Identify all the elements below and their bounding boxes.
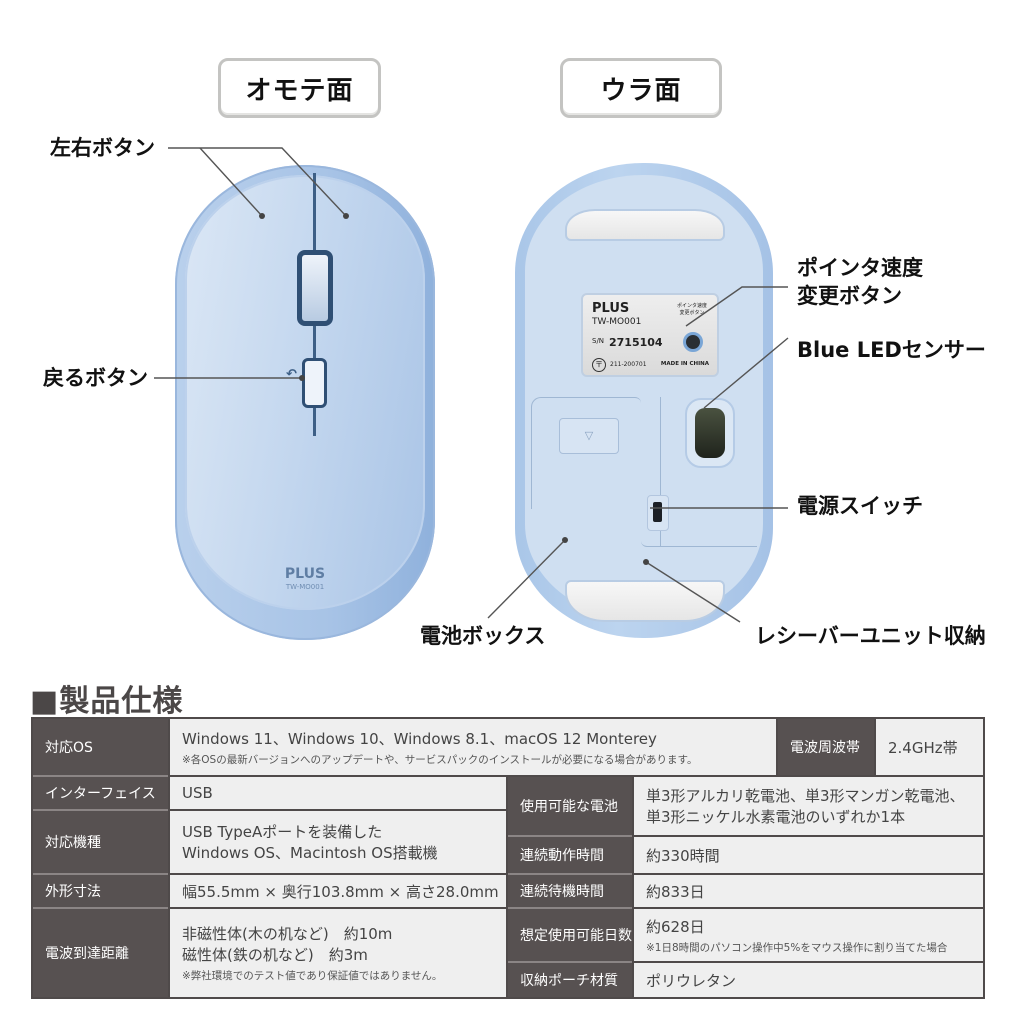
spec-range-line1: 非磁性体(木の机など) 約10m xyxy=(182,925,393,943)
mouse-front-image: ↶ PLUS TW-MO001 xyxy=(175,165,435,640)
mouse-base: PLUS TW-MO001 S/N 2715104 〒 211-200701 M… xyxy=(525,175,763,622)
spec-battery-line1: 単3形アルカリ乾電池、単3形マンガン乾電池、 xyxy=(646,787,965,805)
spec-label-standby-time: 連続待機時間 xyxy=(508,875,632,907)
spec-value-range: 非磁性体(木の机など) 約10m 磁性体(鉄の机など) 約3m ※弊社環境でのテ… xyxy=(170,909,506,997)
blue-led-sensor xyxy=(695,408,725,458)
spec-table: 対応OS Windows 11、Windows 10、Windows 8.1、m… xyxy=(31,717,985,999)
battery-lid-edge xyxy=(641,397,661,547)
callout-pointer-speed-line1: ポインタ速度 xyxy=(797,256,923,280)
power-switch-part xyxy=(653,502,662,522)
spec-label-usable-days: 想定使用可能日数 xyxy=(508,909,632,961)
pointer-speed-button-part xyxy=(683,332,703,352)
row-divider xyxy=(33,907,168,909)
callout-pointer-speed-line2: 変更ボタン xyxy=(797,284,902,308)
row-divider xyxy=(33,809,168,811)
spec-value-compatible: USB TypeAポートを装備した Windows OS、Macintosh O… xyxy=(170,811,506,873)
plate-made-in: MADE IN CHINA xyxy=(660,361,709,367)
spec-label-dimensions: 外形寸法 xyxy=(33,875,168,907)
callout-receiver-storage: レシーバーユニット収納 xyxy=(755,624,986,648)
mouse-back-image: PLUS TW-MO001 S/N 2715104 〒 211-200701 M… xyxy=(515,163,773,638)
spec-label-compatible: 対応機種 xyxy=(33,811,168,873)
scroll-wheel xyxy=(297,250,333,326)
label-plate: PLUS TW-MO001 S/N 2715104 〒 211-200701 M… xyxy=(581,293,719,377)
plate-sn-label: S/N xyxy=(592,337,605,345)
callout-left-right-buttons: 左右ボタン xyxy=(50,136,155,160)
row-divider xyxy=(33,873,168,875)
back-view-label: ウラ面 xyxy=(560,58,722,118)
spec-value-interface: USB xyxy=(170,777,506,809)
mouse-foot-bottom xyxy=(565,580,725,622)
spec-value-usable-days: 約628日 ※1日8時間のパソコン操作中5%をマウス操作に割り当てた場合 xyxy=(634,909,983,961)
button-seam xyxy=(313,326,316,358)
row-divider xyxy=(508,907,632,909)
row-divider xyxy=(508,835,632,837)
callout-battery-box: 電池ボックス xyxy=(420,624,546,648)
battery-lid-edge xyxy=(661,546,757,547)
spec-range-note: ※弊社環境でのテスト値であり保証値ではありません。 xyxy=(182,970,443,982)
spec-value-frequency: 2.4GHz帯 xyxy=(876,719,983,775)
callout-power-switch: 電源スイッチ xyxy=(797,494,923,518)
spec-compatible-line2: Windows OS、Macintosh OS搭載機 xyxy=(182,844,438,862)
button-seam xyxy=(313,173,316,251)
spec-usable-days-value: 約628日 xyxy=(646,917,705,936)
plate-serial: 2715104 xyxy=(609,336,663,349)
battery-lid xyxy=(531,397,641,509)
callout-back-button: 戻るボタン xyxy=(43,366,148,390)
spec-usable-days-note: ※1日8時間のパソコン操作中5%をマウス操作に割り当てた場合 xyxy=(646,941,948,954)
spec-label-interface: インターフェイス xyxy=(33,777,168,809)
giteki-mark-icon: 〒 xyxy=(592,358,606,372)
battery-latch: ▽ xyxy=(559,418,619,454)
spec-value-pouch-material: ポリウレタン xyxy=(634,963,983,997)
power-switch-housing xyxy=(647,495,669,531)
spec-value-os: Windows 11、Windows 10、Windows 8.1、macOS … xyxy=(170,719,776,775)
spec-os-value: Windows 11、Windows 10、Windows 8.1、macOS … xyxy=(182,729,657,748)
spec-os-note: ※各OSの最新バージョンへのアップデートや、サービスパックのインストールが必要に… xyxy=(182,753,698,766)
spec-label-os: 対応OS xyxy=(33,719,168,775)
plate-button-label: ポインタ速度 変更ボタン xyxy=(675,303,709,317)
spec-value-dimensions: 幅55.5mm × 奥行103.8mm × 高さ28.0mm xyxy=(170,875,506,907)
back-arrow-icon: ↶ xyxy=(286,367,297,382)
row-divider xyxy=(508,961,632,963)
plate-brand: PLUS xyxy=(592,301,630,316)
spec-section-title: ■製品仕様 xyxy=(30,684,184,719)
front-model-text: TW-MO001 xyxy=(285,583,325,591)
spec-compatible-line1: USB TypeAポートを装備した xyxy=(182,823,383,841)
mouse-top-shell: ↶ PLUS TW-MO001 xyxy=(185,173,425,610)
spec-label-battery: 使用可能な電池 xyxy=(508,777,632,835)
callout-blue-led-sensor: Blue LEDセンサー xyxy=(797,338,986,362)
front-brand-logo: PLUS xyxy=(284,566,326,582)
spec-range-line2: 磁性体(鉄の机など) 約3m xyxy=(182,946,368,964)
mouse-foot-top xyxy=(565,209,725,241)
plate-cert-number: 211-200701 xyxy=(610,361,647,368)
row-divider xyxy=(33,775,168,777)
spec-value-standby-time: 約833日 xyxy=(634,875,983,907)
callout-pointer-speed-button: ポインタ速度 変更ボタン xyxy=(797,254,923,310)
spec-value-battery: 単3形アルカリ乾電池、単3形マンガン乾電池、 単3形ニッケル水素電池のいずれか1… xyxy=(634,777,983,835)
plate-model: TW-MO001 xyxy=(592,317,642,327)
spec-value-operating-time: 約330時間 xyxy=(634,837,983,873)
leader-lines xyxy=(154,147,789,623)
button-seam xyxy=(313,408,316,436)
plate-button-label-line1: ポインタ速度 xyxy=(676,303,707,309)
spec-battery-line2: 単3形ニッケル水素電池のいずれか1本 xyxy=(646,808,906,826)
spec-label-pouch-material: 収納ポーチ材質 xyxy=(508,963,632,997)
spec-label-range: 電波到達距離 xyxy=(33,909,168,997)
back-button-part xyxy=(302,358,327,408)
triangle-down-icon: ▽ xyxy=(584,429,594,442)
spec-label-operating-time: 連続動作時間 xyxy=(508,837,632,873)
front-view-label: オモテ面 xyxy=(218,58,381,118)
plate-button-label-line2: 変更ボタン xyxy=(679,310,705,316)
spec-label-frequency: 電波周波帯 xyxy=(778,719,874,775)
sensor-housing xyxy=(685,398,735,468)
row-divider xyxy=(508,873,632,875)
